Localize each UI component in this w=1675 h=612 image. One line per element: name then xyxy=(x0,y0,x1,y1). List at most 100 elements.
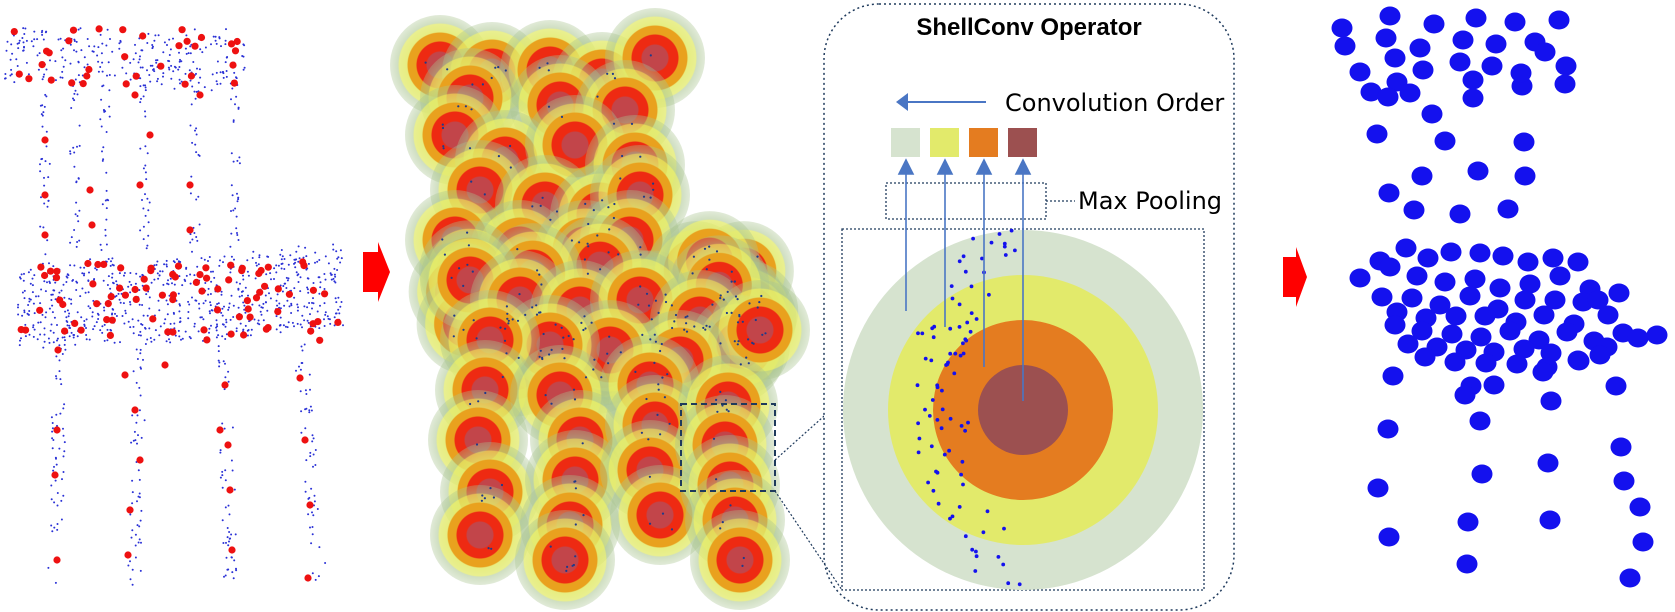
input-point xyxy=(131,583,134,586)
input-point xyxy=(299,323,302,326)
sampled-point xyxy=(86,186,94,194)
shell-local-point xyxy=(715,250,719,253)
input-point xyxy=(221,474,224,477)
input-point xyxy=(273,278,275,280)
input-point xyxy=(138,386,141,389)
input-point xyxy=(196,67,198,70)
input-point xyxy=(109,287,112,290)
input-point xyxy=(309,451,312,454)
shell-local-point xyxy=(733,340,736,343)
input-point xyxy=(296,322,299,325)
input-point xyxy=(318,276,321,279)
input-point xyxy=(339,249,342,252)
shell-local-point xyxy=(507,322,510,325)
input-point xyxy=(333,280,336,283)
shell-local-point xyxy=(607,206,610,209)
output-point xyxy=(1367,478,1389,498)
input-point xyxy=(318,259,321,261)
sampled-point xyxy=(274,285,282,293)
input-point xyxy=(312,465,314,468)
input-point xyxy=(195,90,198,93)
input-point xyxy=(63,336,66,339)
shell-local-point xyxy=(524,313,527,316)
input-point xyxy=(56,339,58,342)
input-point xyxy=(244,286,247,289)
input-point xyxy=(229,271,232,274)
shell-local-point xyxy=(621,154,624,158)
input-point xyxy=(123,274,125,277)
sampled-point xyxy=(25,75,33,83)
input-point xyxy=(306,319,309,322)
zoom-local-point xyxy=(981,530,986,535)
shell-local-point xyxy=(554,323,557,326)
shell-local-point xyxy=(712,437,716,440)
shell-local-point xyxy=(586,242,589,245)
input-point xyxy=(142,314,145,317)
input-point xyxy=(63,441,66,444)
sampled-point xyxy=(41,231,49,239)
input-point xyxy=(314,464,317,466)
shell-local-point xyxy=(453,314,456,317)
input-point xyxy=(100,98,103,101)
input-point xyxy=(242,68,245,71)
sampled-point xyxy=(301,436,309,444)
input-point xyxy=(238,295,241,298)
input-point xyxy=(83,56,86,59)
input-point xyxy=(221,323,224,326)
input-point xyxy=(21,291,24,294)
max-pooling-label: Max Pooling xyxy=(1078,187,1222,215)
input-point xyxy=(324,311,327,314)
input-point xyxy=(43,105,46,108)
input-point xyxy=(136,358,139,360)
input-point xyxy=(221,314,224,317)
input-point xyxy=(22,49,25,52)
input-point xyxy=(168,54,171,56)
input-point xyxy=(277,264,280,267)
input-point xyxy=(150,340,153,343)
sampled-point xyxy=(117,264,125,272)
input-point xyxy=(129,303,132,306)
input-point xyxy=(232,577,235,580)
shell-local-point xyxy=(613,77,617,80)
input-point xyxy=(217,350,220,353)
input-point xyxy=(230,152,233,155)
input-point xyxy=(108,115,111,118)
input-point xyxy=(280,249,283,251)
input-point xyxy=(306,286,309,289)
shell-local-point xyxy=(487,547,490,550)
shell-local-point xyxy=(727,410,730,413)
shell-local-point xyxy=(656,413,659,416)
input-point xyxy=(323,302,326,305)
zoom-local-point xyxy=(1002,244,1007,249)
shell-local-point xyxy=(704,328,707,331)
input-point xyxy=(43,202,46,205)
input-point xyxy=(64,59,67,62)
sampled-point xyxy=(121,371,129,379)
shellconv-operator-panel: ShellConv Operator Convolution Order Max… xyxy=(774,3,1235,611)
input-point xyxy=(298,257,301,260)
input-point xyxy=(64,348,67,351)
input-point xyxy=(24,335,27,338)
input-point xyxy=(129,560,131,563)
shell-local-point xyxy=(607,251,610,254)
shell-local-point xyxy=(567,334,570,338)
input-point xyxy=(287,321,290,324)
input-point xyxy=(29,298,32,301)
output-point xyxy=(1465,8,1487,28)
input-point xyxy=(103,323,106,326)
input-point xyxy=(99,33,102,36)
shell-local-point xyxy=(457,105,460,108)
input-point xyxy=(308,411,311,414)
input-point xyxy=(164,318,167,321)
input-point xyxy=(246,329,249,332)
shell-local-point xyxy=(719,297,722,300)
input-point xyxy=(136,524,139,527)
sampled-point xyxy=(83,72,91,80)
input-point xyxy=(237,107,240,110)
input-point xyxy=(195,198,198,201)
shell-local-point xyxy=(481,83,484,86)
input-point xyxy=(75,181,78,184)
input-point xyxy=(140,367,142,370)
output-point xyxy=(1471,464,1493,484)
input-point xyxy=(181,337,184,340)
